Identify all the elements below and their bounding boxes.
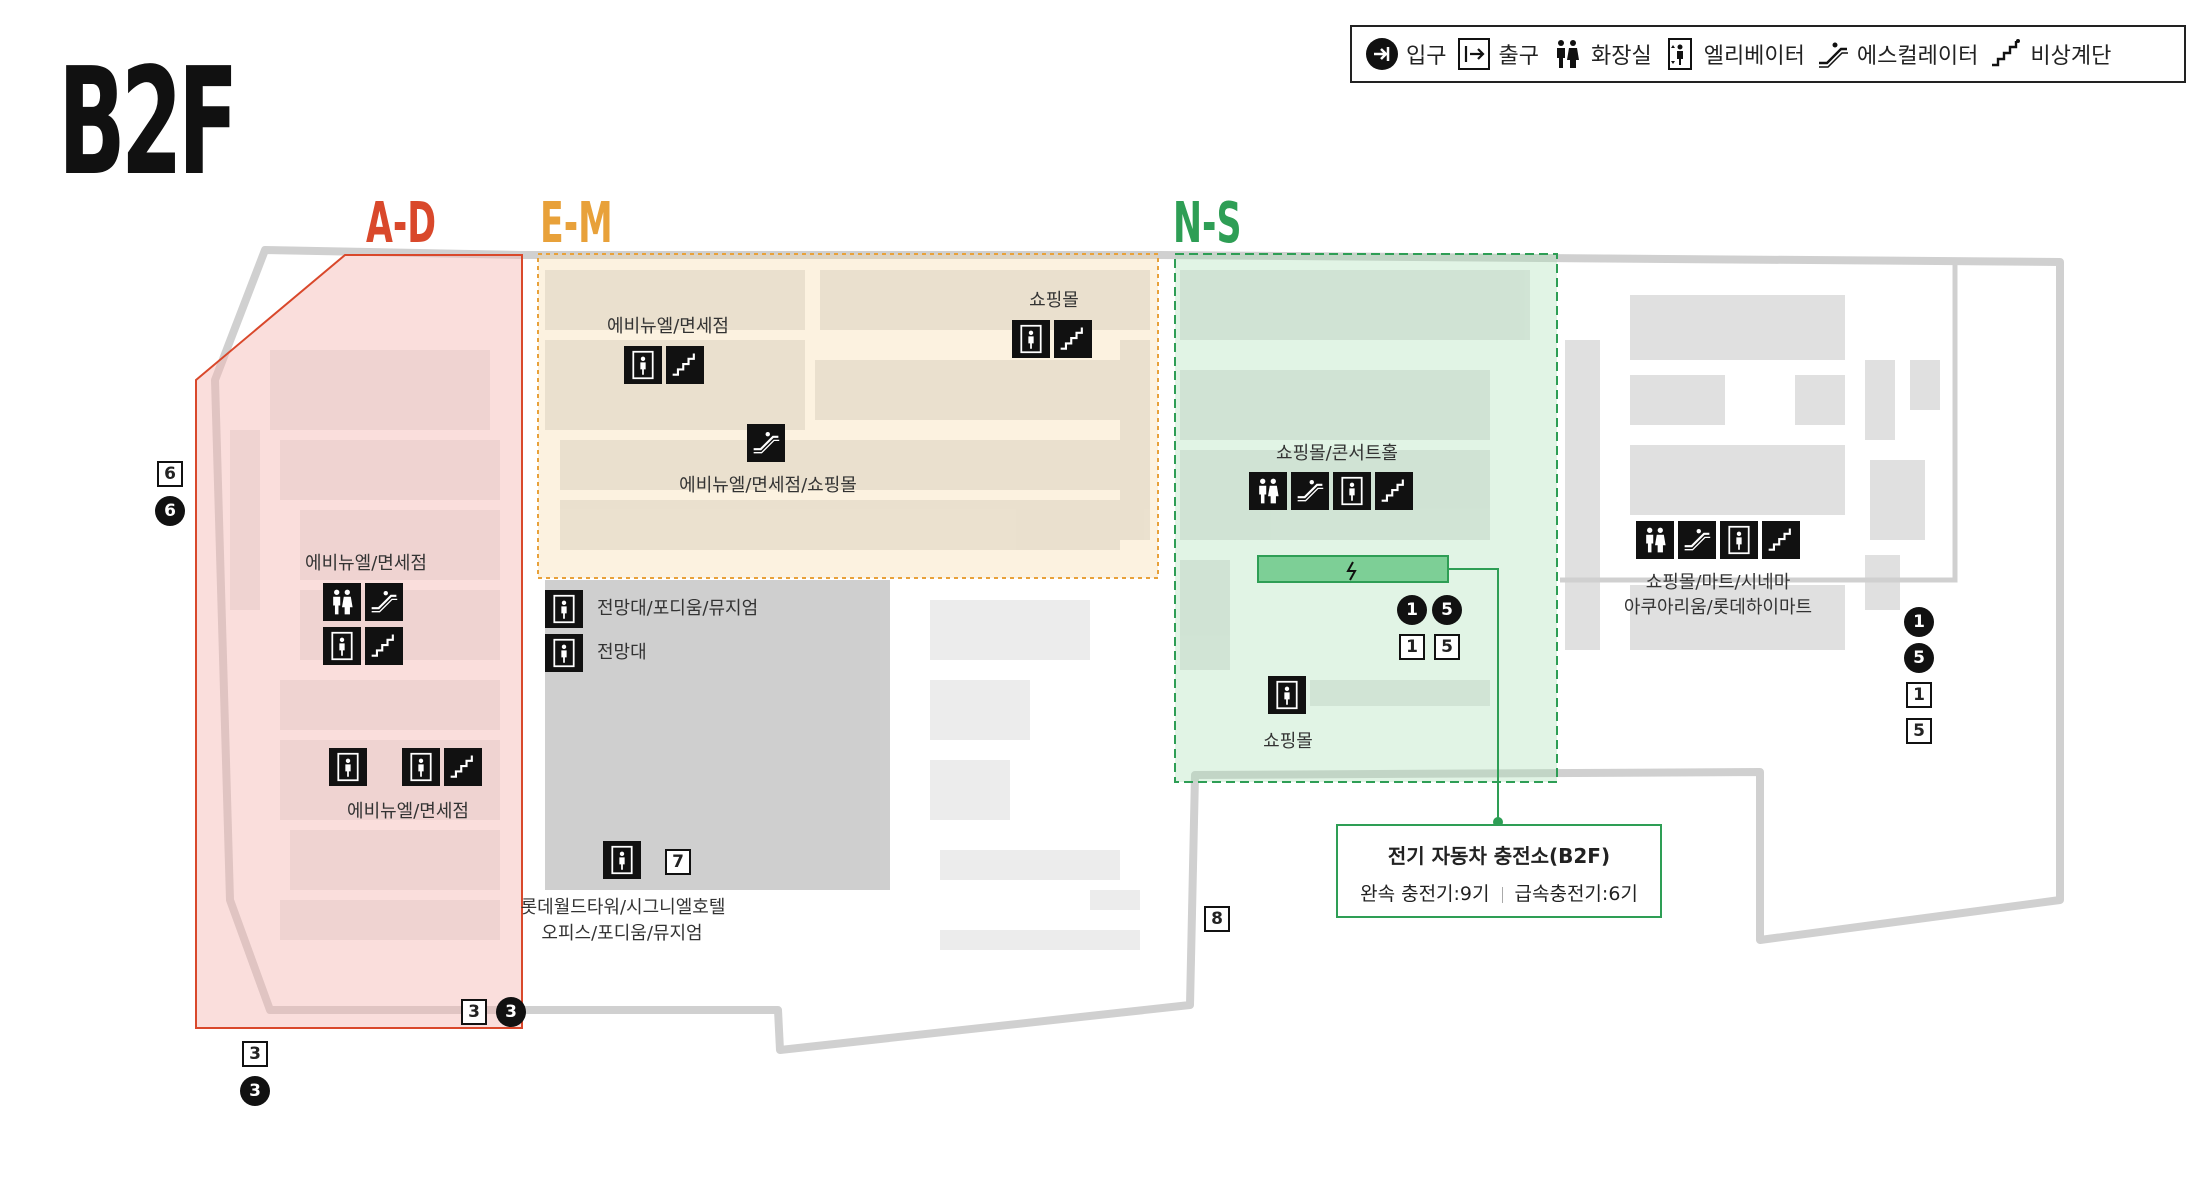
- aquarium-label: 아쿠아리움/롯데하이마트: [1623, 597, 1813, 618]
- ns-elevator: [1268, 676, 1306, 714]
- elevator-icon[interactable]: [545, 634, 583, 672]
- entrance-gate-1[interactable]: 1: [1904, 607, 1934, 637]
- em-avenuel-label: 에비뉴엘/면세점: [607, 316, 729, 337]
- em-avenuel-mall-label: 에비뉴엘/면세점/쇼핑몰: [679, 475, 857, 496]
- exit-gate-5[interactable]: 5: [1434, 634, 1460, 660]
- entrance-gate-3[interactable]: 3: [496, 997, 526, 1027]
- ns-mall-concert-label: 쇼핑몰/콘서트홀: [1276, 443, 1398, 464]
- ad-facility-group-1: [323, 583, 403, 621]
- em-facility-group-1: [624, 346, 704, 384]
- escalator-icon[interactable]: [1678, 521, 1716, 559]
- stairs-icon[interactable]: [1054, 320, 1092, 358]
- elevator-icon[interactable]: [329, 748, 367, 786]
- legend-elevator: 엘리베이터: [1662, 36, 1805, 72]
- escalator-icon[interactable]: [1291, 472, 1329, 510]
- legend-entrance: 입구: [1364, 36, 1446, 72]
- legend-stairs-label: 비상계단: [2030, 44, 2112, 69]
- elevator-icon[interactable]: [323, 627, 361, 665]
- exit-gate-3[interactable]: 3: [461, 999, 487, 1025]
- tower-observatory-label: 전망대: [597, 642, 647, 663]
- ad-facility-group-2: [323, 627, 403, 665]
- legend-restroom: 화장실: [1549, 36, 1652, 72]
- exit-gate-3-lower[interactable]: 3: [242, 1041, 268, 1067]
- stairs-icon[interactable]: [666, 346, 704, 384]
- exit-gate-5[interactable]: 5: [1906, 718, 1932, 744]
- legend-elevator-label: 엘리베이터: [1703, 44, 1805, 69]
- tower-office-label: 오피스/포디움/뮤지엄: [541, 923, 703, 944]
- legend-stairs: 비상계단: [1988, 36, 2111, 72]
- elevator-icon[interactable]: [624, 346, 662, 384]
- stairs-icon[interactable]: [365, 627, 403, 665]
- elevator-icon: [1662, 36, 1698, 72]
- elevator-icon[interactable]: [1268, 676, 1306, 714]
- tower-elevator-2: [545, 634, 583, 672]
- stairs-icon[interactable]: [1375, 472, 1413, 510]
- legend-restroom-label: 화장실: [1590, 44, 1652, 69]
- legend: 입구 출구 화장실 엘리베이터 에스컬레이터 비상계단: [1350, 25, 2186, 83]
- exit-icon: [1456, 36, 1492, 72]
- ad-avenuel-label-1: 에비뉴엘/면세점: [305, 553, 427, 574]
- exit-gate-8[interactable]: 8: [1204, 906, 1230, 932]
- em-facility-escalator: [747, 424, 785, 462]
- em-facility-group-2: [1012, 320, 1092, 358]
- ev-charging-title: 전기 자동차 충전소(B2F): [1387, 844, 1611, 868]
- legend-exit: 출구: [1456, 36, 1539, 72]
- ad-facility-group-3: [329, 748, 367, 786]
- restroom-icon: [1549, 36, 1585, 72]
- exit-gate-6[interactable]: 6: [157, 461, 183, 487]
- floor-title: B2F: [58, 36, 239, 208]
- legend-exit-label: 출구: [1498, 44, 1539, 69]
- elevator-icon[interactable]: [402, 748, 440, 786]
- ev-slow-charger: 완속 충전기:9기: [1360, 883, 1490, 905]
- ev-charging-detail: 완속 충전기:9기 급속충전기:6기: [1338, 879, 1660, 906]
- exit-gate-1[interactable]: 1: [1399, 634, 1425, 660]
- mall-mart-label: 쇼핑몰/마트/시네마: [1645, 572, 1791, 593]
- ns-facility-group-1: [1249, 472, 1413, 510]
- entrance-gate-6[interactable]: 6: [155, 496, 185, 526]
- restroom-icon[interactable]: [323, 583, 361, 621]
- entrance-gate-1[interactable]: 1: [1397, 595, 1427, 625]
- legend-escalator-label: 에스컬레이터: [1856, 44, 1979, 69]
- ad-avenuel-label-2: 에비뉴엘/면세점: [347, 801, 469, 822]
- elevator-icon[interactable]: [603, 841, 641, 879]
- zone-title-ad: A-D: [366, 191, 437, 256]
- escalator-icon: [1815, 36, 1851, 72]
- tower-world-label: 롯데월드타워/시그니엘호텔: [520, 897, 726, 918]
- ev-charging-box: 전기 자동차 충전소(B2F) 완속 충전기:9기 급속충전기:6기: [1336, 824, 1662, 918]
- em-shopping-label: 쇼핑몰: [1029, 290, 1079, 311]
- escalator-icon[interactable]: [747, 424, 785, 462]
- stairs-icon: [1988, 36, 2024, 72]
- legend-escalator: 에스컬레이터: [1815, 36, 1978, 72]
- elevator-icon[interactable]: [1333, 472, 1371, 510]
- ad-facility-group-4: [402, 748, 482, 786]
- restroom-icon[interactable]: [1636, 521, 1674, 559]
- escalator-icon[interactable]: [365, 583, 403, 621]
- zone-title-ns: N-S: [1173, 191, 1242, 256]
- right-facility-group: [1636, 521, 1800, 559]
- ns-mall-label: 쇼핑몰: [1263, 731, 1313, 752]
- elevator-icon[interactable]: [545, 590, 583, 628]
- tower-observatory-podium-label: 전망대/포디움/뮤지엄: [597, 598, 759, 619]
- elevator-icon[interactable]: [1720, 521, 1758, 559]
- ev-separator: [1501, 886, 1503, 903]
- entrance-gate-5[interactable]: 5: [1432, 595, 1462, 625]
- exit-gate-7[interactable]: 7: [665, 849, 691, 875]
- exit-gate-1[interactable]: 1: [1906, 682, 1932, 708]
- tower-elevator-3: [603, 841, 641, 879]
- stairs-icon[interactable]: [1762, 521, 1800, 559]
- entrance-gate-5[interactable]: 5: [1904, 643, 1934, 673]
- elevator-icon[interactable]: [1012, 320, 1050, 358]
- restroom-icon[interactable]: [1249, 472, 1287, 510]
- entrance-gate-3-lower[interactable]: 3: [240, 1076, 270, 1106]
- zone-title-em: E-M: [540, 191, 613, 256]
- entrance-icon: [1364, 36, 1400, 72]
- stairs-icon[interactable]: [444, 748, 482, 786]
- legend-entrance-label: 입구: [1406, 44, 1447, 69]
- ev-fast-charger: 급속충전기:6기: [1514, 883, 1638, 905]
- tower-elevator-1: [545, 590, 583, 628]
